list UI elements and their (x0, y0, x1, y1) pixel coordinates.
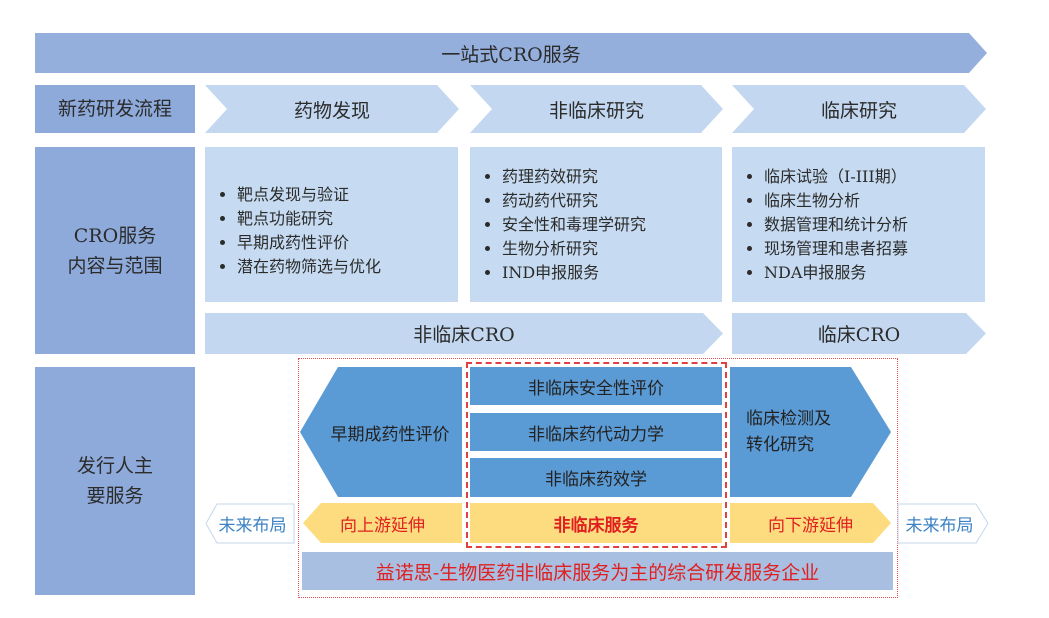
list-item: 数据管理和统计分析 (764, 213, 908, 237)
stage-nonclinical: 非临床研究 (470, 85, 723, 133)
stage-text: 药物发现 (293, 99, 370, 122)
upstream-text: 早期成药性评价 (330, 424, 450, 445)
upstream-extension: 向上游延伸 (303, 503, 462, 543)
list-item: 药动药代研究 (502, 189, 646, 213)
company-summary-bar: 益诺思-生物医药非临床服务为主的综合研发服务企业 (302, 552, 893, 590)
list-item: 临床试验（I-III期） (764, 165, 908, 189)
ext-text: 向下游延伸 (768, 515, 853, 536)
list-item: 生物分析研究 (502, 237, 646, 261)
cro-text: 临床CRO (817, 324, 901, 346)
row-label-cro-scope: CRO服务内容与范围 (35, 147, 195, 354)
future-text: 未来布局 (218, 516, 287, 536)
nonclinical-cro-arrow: 非临床CRO (205, 313, 723, 354)
nonclinical-services: 非临床服务 (470, 503, 722, 543)
core-pharmacokinetics: 非临床药代动力学 (470, 413, 722, 451)
core-text: 非临床药效学 (545, 470, 647, 490)
future-layout-right: 未来布局 (897, 503, 982, 544)
core-pharmacodynamics: 非临床药效学 (470, 458, 722, 497)
core-safety-evaluation: 非临床安全性评价 (470, 367, 722, 405)
label-text: CRO服务内容与范围 (67, 224, 163, 277)
one-stop-cro-banner: 一站式CRO服务 (35, 33, 987, 73)
summary-text: 益诺思-生物医药非临床服务为主的综合研发服务企业 (375, 561, 820, 584)
services-clinical: 临床试验（I-III期）临床生物分析数据管理和统计分析现场管理和患者招募NDA申… (732, 147, 985, 302)
list-item: 现场管理和患者招募 (764, 237, 908, 261)
downstream-text: 临床检测及转化研究 (746, 409, 831, 455)
stage-text: 非临床研究 (548, 99, 644, 122)
list-item: 潜在药物筛选与优化 (237, 255, 381, 279)
row-label-process: 新药研发流程 (35, 85, 195, 133)
label-text: 发行人主要服务 (76, 455, 153, 507)
future-layout-left: 未来布局 (210, 503, 295, 544)
list-item: IND申报服务 (502, 261, 646, 285)
stage-text: 临床研究 (820, 99, 897, 122)
stage-clinical: 临床研究 (732, 85, 986, 133)
stage-drug-discovery: 药物发现 (205, 85, 459, 133)
issuer-scope-outline (298, 358, 898, 598)
future-left-arrow-shape (205, 503, 295, 544)
list-item: 靶点发现与验证 (237, 183, 381, 207)
banner-text: 一站式CRO服务 (441, 43, 581, 66)
core-services-dashed-outline (466, 362, 727, 548)
core-text: 非临床药代动力学 (528, 424, 664, 445)
services-discovery: 靶点发现与验证靶点功能研究早期成药性评价潜在药物筛选与优化 (205, 147, 458, 302)
list-item: 药理药效研究 (502, 165, 646, 189)
downstream-extension: 向下游延伸 (730, 503, 891, 543)
ext-text: 向上游延伸 (340, 515, 425, 536)
upstream-early-druggability: 早期成药性评价 (300, 367, 462, 497)
cro-text: 非临床CRO (413, 324, 515, 346)
clinical-cro-arrow: 临床CRO (732, 313, 986, 354)
core-text: 非临床安全性评价 (528, 378, 664, 399)
list-item: 临床生物分析 (764, 189, 908, 213)
services-nonclinical: 药理药效研究药动药代研究安全性和毒理学研究生物分析研究IND申报服务 (470, 147, 722, 302)
list-item: 靶点功能研究 (237, 207, 381, 231)
list-item: 早期成药性评价 (237, 231, 381, 255)
list-item: 安全性和毒理学研究 (502, 213, 646, 237)
row-label-issuer-services: 发行人主要服务 (35, 367, 195, 595)
future-right-arrow-shape (897, 503, 989, 544)
core-label-text: 非临床服务 (553, 515, 639, 536)
future-text: 未来布局 (905, 516, 974, 536)
downstream-clinical-testing: 临床检测及转化研究 (730, 367, 891, 497)
list-item: NDA申报服务 (764, 261, 908, 285)
label-text: 新药研发流程 (57, 98, 172, 120)
